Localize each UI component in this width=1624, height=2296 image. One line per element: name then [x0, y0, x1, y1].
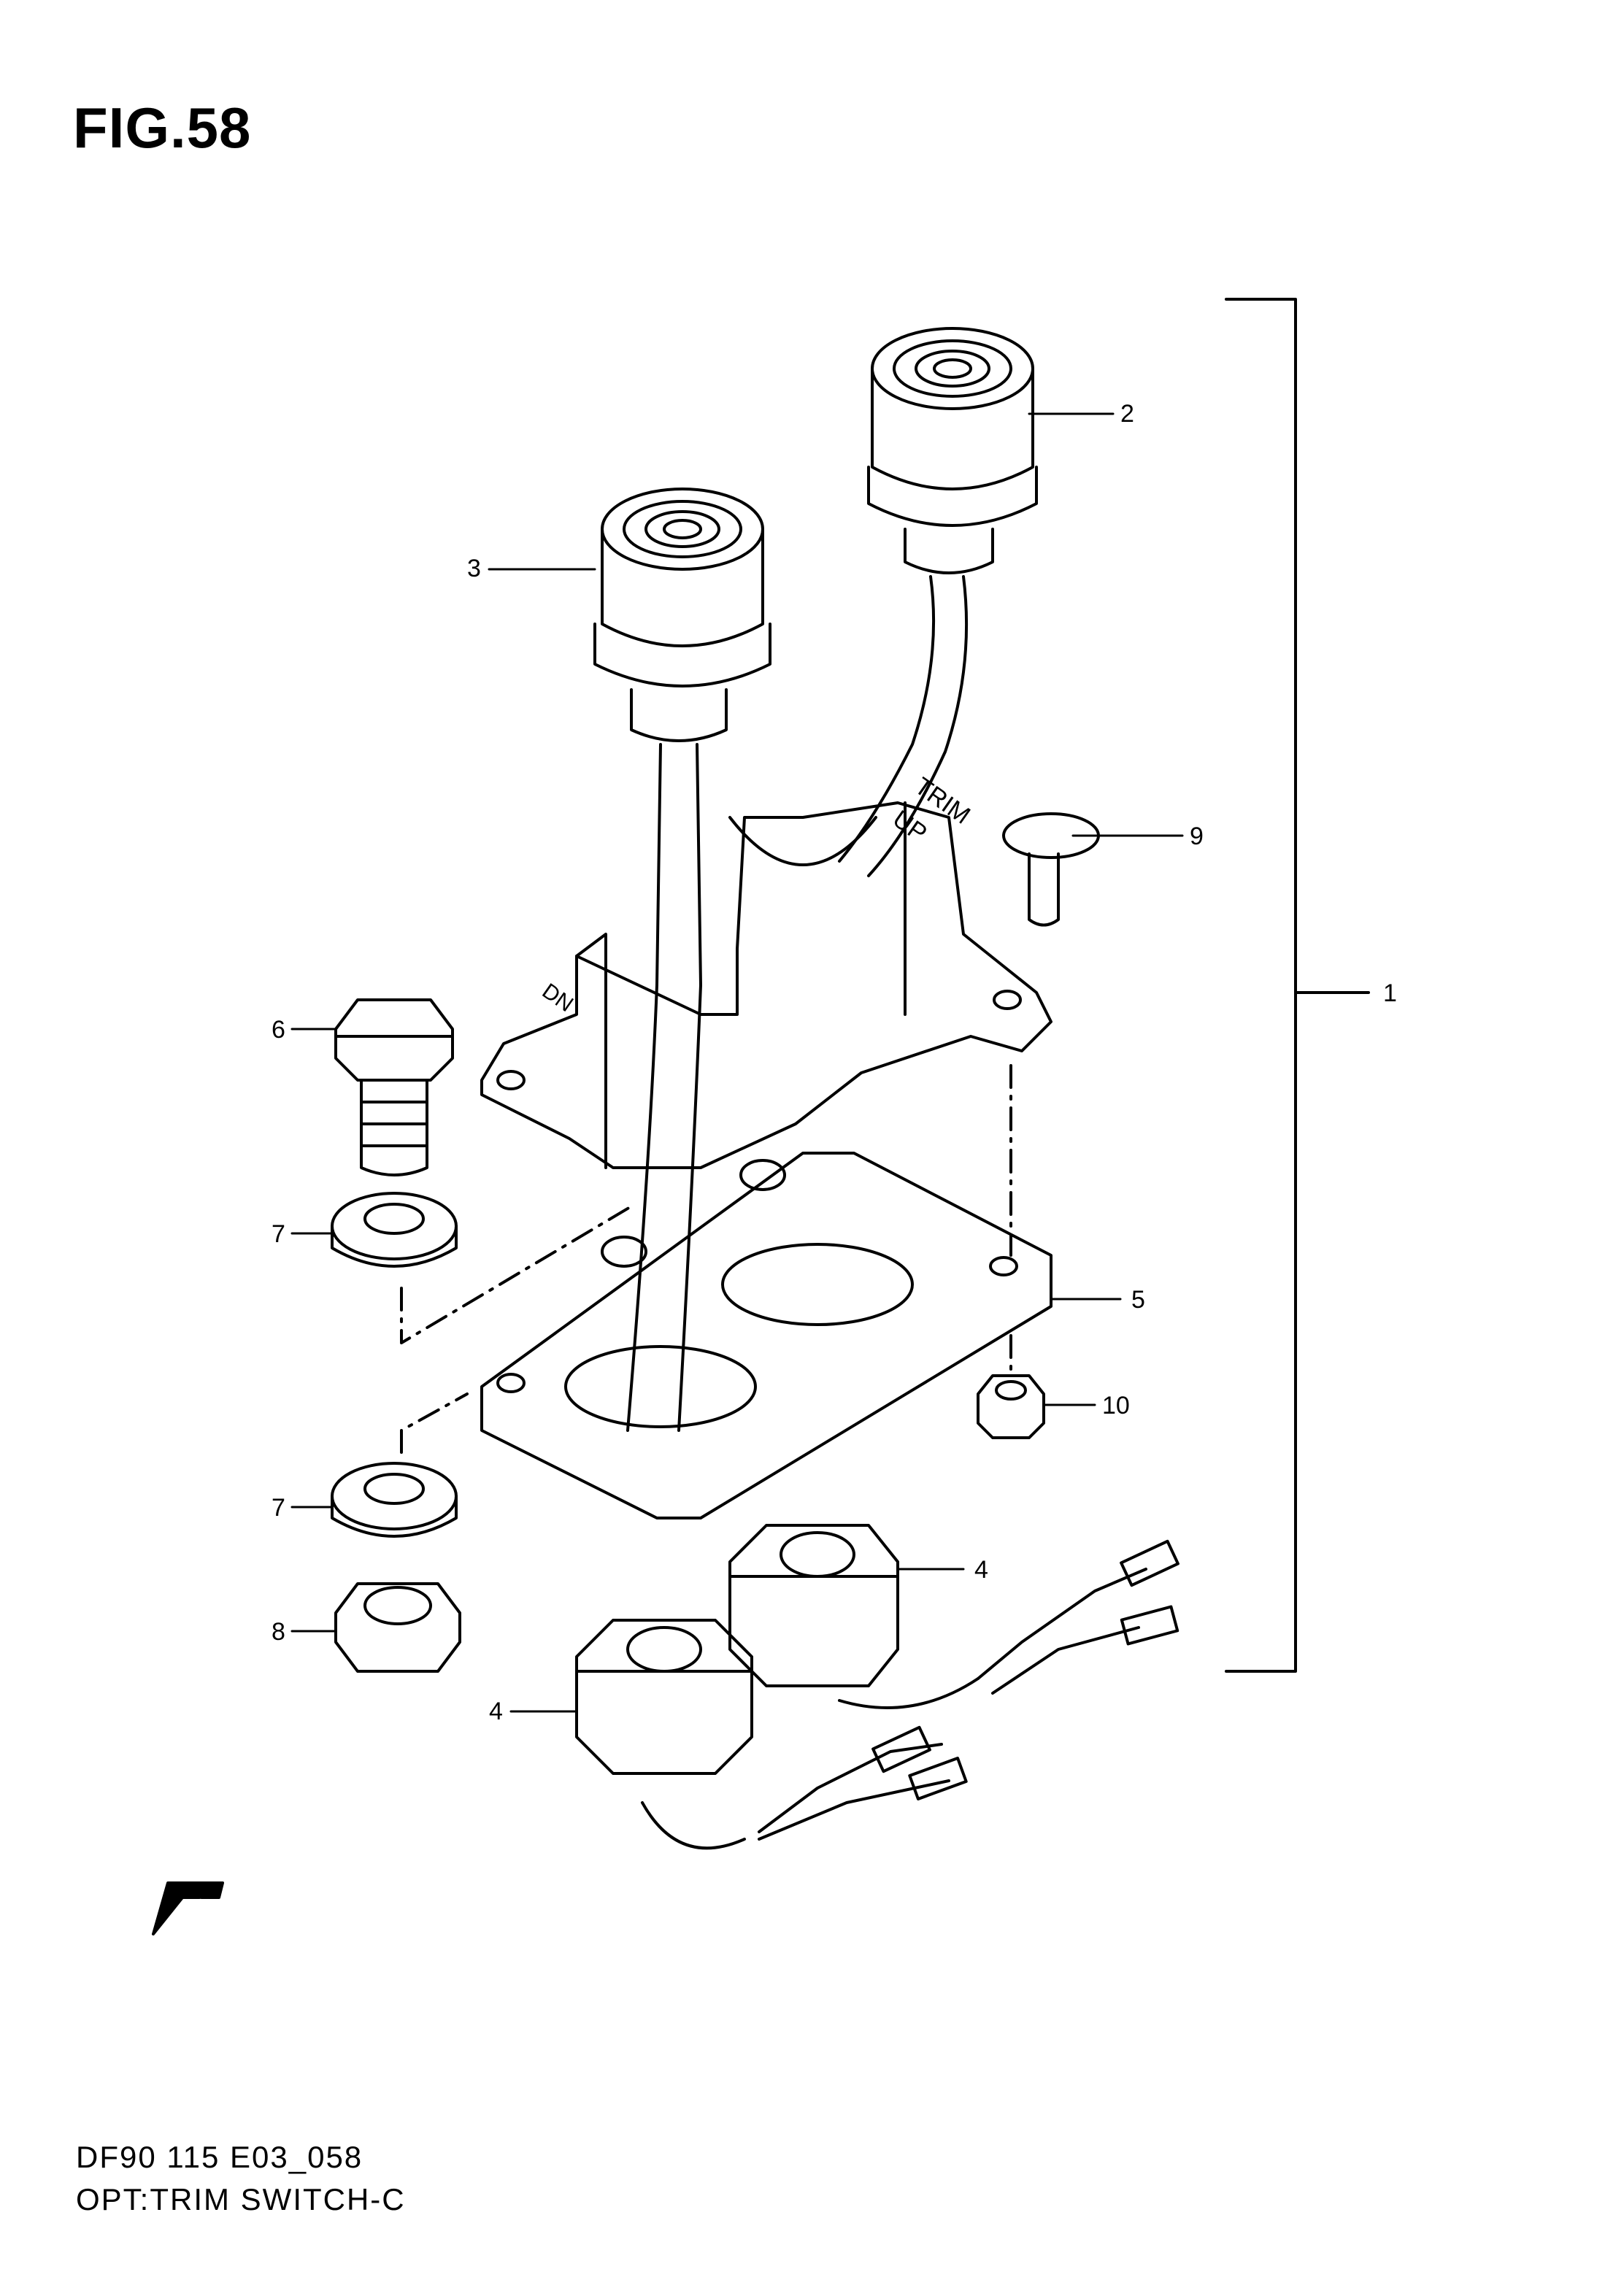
washer-lower: [331, 1462, 458, 1538]
lock-nut: [334, 1582, 461, 1673]
fwd-arrow-icon: FWD: [152, 1881, 224, 1935]
wire-connectors-upper: [838, 1539, 1179, 1709]
callout-8: 8: [272, 1618, 285, 1646]
assembly-bracket: [1225, 298, 1370, 1673]
cable-nut-upper: [728, 1524, 899, 1687]
small-nut: [977, 1374, 1045, 1439]
leader-lines: [290, 412, 1370, 1713]
callout-4-upper: 4: [974, 1556, 988, 1584]
assembly-name: OPT:TRIM SWITCH-C: [76, 2182, 406, 2216]
callout-3: 3: [467, 555, 481, 582]
dn-marking: DN: [538, 979, 577, 1017]
wire-connectors-lower: [641, 1725, 968, 1850]
callout-2: 2: [1120, 400, 1134, 428]
callout-9: 9: [1190, 823, 1204, 850]
trim-switch-down: [593, 488, 771, 1432]
callout-4-lower: 4: [489, 1698, 503, 1725]
washer-upper: [331, 1192, 458, 1268]
alignment-lines: [400, 1064, 1012, 1454]
callout-1: 1: [1383, 979, 1397, 1007]
mounting-plate: [480, 1152, 1052, 1519]
switch-markings: TRIM UP DN: [538, 772, 975, 1017]
callout-5: 5: [1131, 1286, 1145, 1314]
figure-title: FIG.58: [73, 96, 252, 160]
screw: [1002, 812, 1100, 927]
cable-nut-lower: [575, 1619, 753, 1775]
callout-7-lower: 7: [272, 1494, 285, 1522]
model-code: DF90 115 E03_058: [76, 2140, 363, 2174]
bolt: [334, 998, 454, 1176]
switch-holder: [480, 801, 1052, 1169]
trim-switch-up: [838, 327, 1038, 877]
part-callouts: 1 2 3 4 4 5 6 7 7 8 9 10: [272, 400, 1397, 1725]
callout-10: 10: [1102, 1392, 1130, 1419]
callout-7-upper: 7: [272, 1220, 285, 1248]
callout-6: 6: [272, 1016, 285, 1044]
